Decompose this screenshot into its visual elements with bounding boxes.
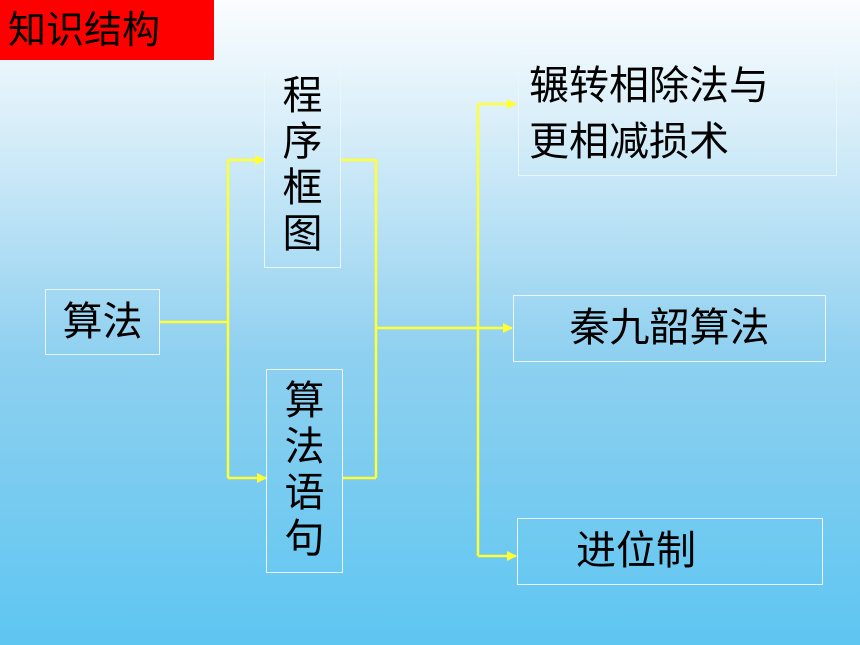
node-flowchart-char: 图 <box>282 211 323 257</box>
node-base-system: 进位制 <box>517 518 823 585</box>
node-statements: 算 法 语 句 <box>266 369 343 573</box>
node-statements-char: 算 <box>284 378 325 424</box>
node-statements-char: 句 <box>284 516 325 562</box>
node-euclid: 辗转相除法与 更相减损术 <box>518 51 837 176</box>
node-statements-char: 法 <box>284 424 325 470</box>
node-algorithm: 算法 <box>45 289 160 355</box>
node-euclid-line2: 更相减损术 <box>529 119 729 165</box>
node-horner-label: 秦九韶算法 <box>569 305 770 351</box>
section-title: 知识结构 <box>0 0 214 60</box>
node-horner: 秦九韶算法 <box>513 295 826 362</box>
node-flowchart-char: 程 <box>282 73 323 119</box>
node-euclid-line1: 辗转相除法与 <box>529 63 769 109</box>
node-flowchart: 程 序 框 图 <box>264 64 341 268</box>
node-flowchart-char: 序 <box>282 119 323 165</box>
node-flowchart-char: 框 <box>282 165 323 211</box>
node-base-system-label: 进位制 <box>576 528 696 574</box>
node-statements-char: 语 <box>284 470 325 516</box>
node-algorithm-label: 算法 <box>62 299 143 345</box>
